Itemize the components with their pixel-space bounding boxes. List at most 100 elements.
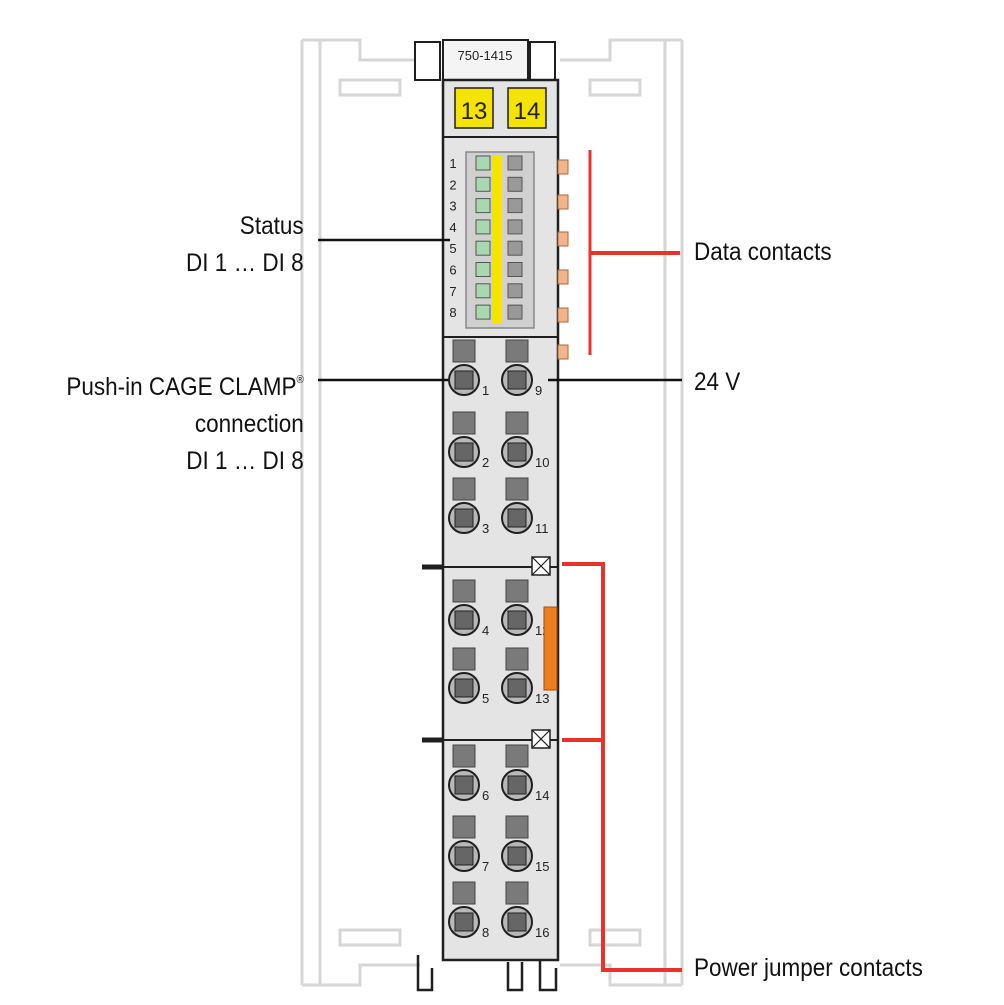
ghost-left-rail — [300, 38, 420, 985]
clamp-hole-3 — [454, 508, 474, 528]
clamp-hole-15 — [507, 846, 527, 866]
terminal-number-7: 7 — [482, 859, 489, 874]
status-label: Status DI 1 … DI 8 — [186, 208, 304, 282]
top-latch-left — [414, 41, 441, 81]
terminal-number-11: 11 — [535, 521, 549, 536]
push-in-label-line2: connection — [195, 410, 304, 438]
clamp-hole-7 — [454, 846, 474, 866]
marker-right — [507, 87, 547, 129]
led-number-8: 8 — [449, 305, 456, 320]
status-led-8 — [475, 304, 491, 320]
ghost-neighbour-modules — [300, 38, 684, 987]
clamp-hole-4 — [454, 610, 474, 630]
terminal-number-9: 9 — [535, 383, 542, 398]
data-contact-1 — [557, 159, 569, 175]
release-slot-13 — [505, 647, 529, 671]
release-slot-3 — [452, 477, 476, 501]
bottom-latches — [416, 955, 558, 992]
data-contact-5 — [557, 307, 569, 323]
release-slot-14 — [505, 744, 529, 768]
release-slot-16 — [505, 881, 529, 905]
terminal-number-15: 15 — [535, 859, 549, 874]
led-number-3: 3 — [449, 199, 456, 214]
power-jumper-orange — [543, 606, 558, 691]
status-led-right-8 — [507, 304, 523, 320]
release-slot-1 — [452, 339, 476, 363]
clamp-hole-12 — [507, 610, 527, 630]
led-yellow-strip — [492, 156, 502, 324]
bottom-latch-center — [506, 962, 524, 992]
ghost-slots-bottom — [338, 928, 642, 947]
status-led-2 — [475, 176, 491, 192]
release-slot-12 — [505, 579, 529, 603]
ghost-slots-top — [338, 78, 642, 97]
status-led-4 — [475, 219, 491, 235]
clamp-hole-6 — [454, 775, 474, 795]
top-latch-right — [529, 41, 556, 81]
marker-right-text: 14 — [514, 98, 541, 125]
clamp-hole-9 — [507, 370, 527, 390]
ghost-left-rail-bottom — [302, 963, 420, 987]
status-label-line1: Status — [240, 212, 304, 240]
data-contacts-label: Data contacts — [694, 238, 832, 266]
status-led-right-2 — [507, 176, 523, 192]
marker-left-text: 13 — [461, 98, 488, 125]
clamp-hole-2 — [454, 442, 474, 462]
release-slot-5 — [452, 647, 476, 671]
terminal-number-5: 5 — [482, 691, 489, 706]
data-contact-3 — [557, 231, 569, 247]
terminal-number-4: 4 — [482, 623, 489, 638]
jumper-contact-cross-2 — [531, 729, 551, 749]
clamp-hole-13 — [507, 678, 527, 698]
terminal-number-6: 6 — [482, 788, 489, 803]
clamp-hole-5 — [454, 678, 474, 698]
status-led-right-3 — [507, 198, 523, 214]
data-contact-6 — [557, 344, 569, 360]
release-slot-10 — [505, 411, 529, 435]
clamp-hole-1 — [454, 370, 474, 390]
release-slot-11 — [505, 477, 529, 501]
led-number-4: 4 — [449, 220, 456, 235]
terminal-number-13: 13 — [535, 691, 549, 706]
ghost-right-rail-bottom — [560, 963, 682, 987]
status-led-7 — [475, 283, 491, 299]
release-slot-9 — [505, 339, 529, 363]
leader-power-jumper — [562, 562, 682, 972]
status-led-right-5 — [507, 240, 523, 256]
release-slot-15 — [505, 815, 529, 839]
release-slot-6 — [452, 744, 476, 768]
clamp-hole-8 — [454, 912, 474, 932]
push-in-connection-label: Push-in CAGE CLAMP® connection DI 1 … DI… — [67, 362, 304, 480]
release-slot-8 — [452, 881, 476, 905]
clamp-hole-10 — [507, 442, 527, 462]
registered-mark: ® — [296, 374, 304, 386]
led-number-5: 5 — [449, 241, 456, 256]
voltage-24v-label: 24 V — [694, 368, 741, 396]
ghost-right-rail — [560, 38, 684, 985]
push-in-label-line3: DI 1 … DI 8 — [186, 447, 304, 475]
status-led-3 — [475, 198, 491, 214]
status-led-right-4 — [507, 219, 523, 235]
status-label-line2: DI 1 … DI 8 — [186, 249, 304, 277]
terminal-number-1: 1 — [482, 383, 489, 398]
status-led-right-7 — [507, 283, 523, 299]
clamp-hole-14 — [507, 775, 527, 795]
clamp-hole-16 — [507, 912, 527, 932]
led-number-7: 7 — [449, 284, 456, 299]
release-slot-2 — [452, 411, 476, 435]
marker-left — [454, 87, 494, 129]
status-led-5 — [475, 240, 491, 256]
power-jumper-contacts-label: Power jumper contacts — [694, 954, 923, 982]
data-contact-4 — [557, 269, 569, 285]
status-led-1 — [475, 155, 491, 171]
status-led-6 — [475, 262, 491, 277]
clamp-hole-11 — [507, 508, 527, 528]
led-number-1: 1 — [449, 156, 456, 171]
status-led-right-1 — [507, 155, 523, 171]
led-number-2: 2 — [449, 177, 456, 192]
terminal-number-3: 3 — [482, 521, 489, 536]
status-led-right-6 — [507, 262, 523, 277]
jumper-contact-cross-1 — [531, 556, 551, 576]
